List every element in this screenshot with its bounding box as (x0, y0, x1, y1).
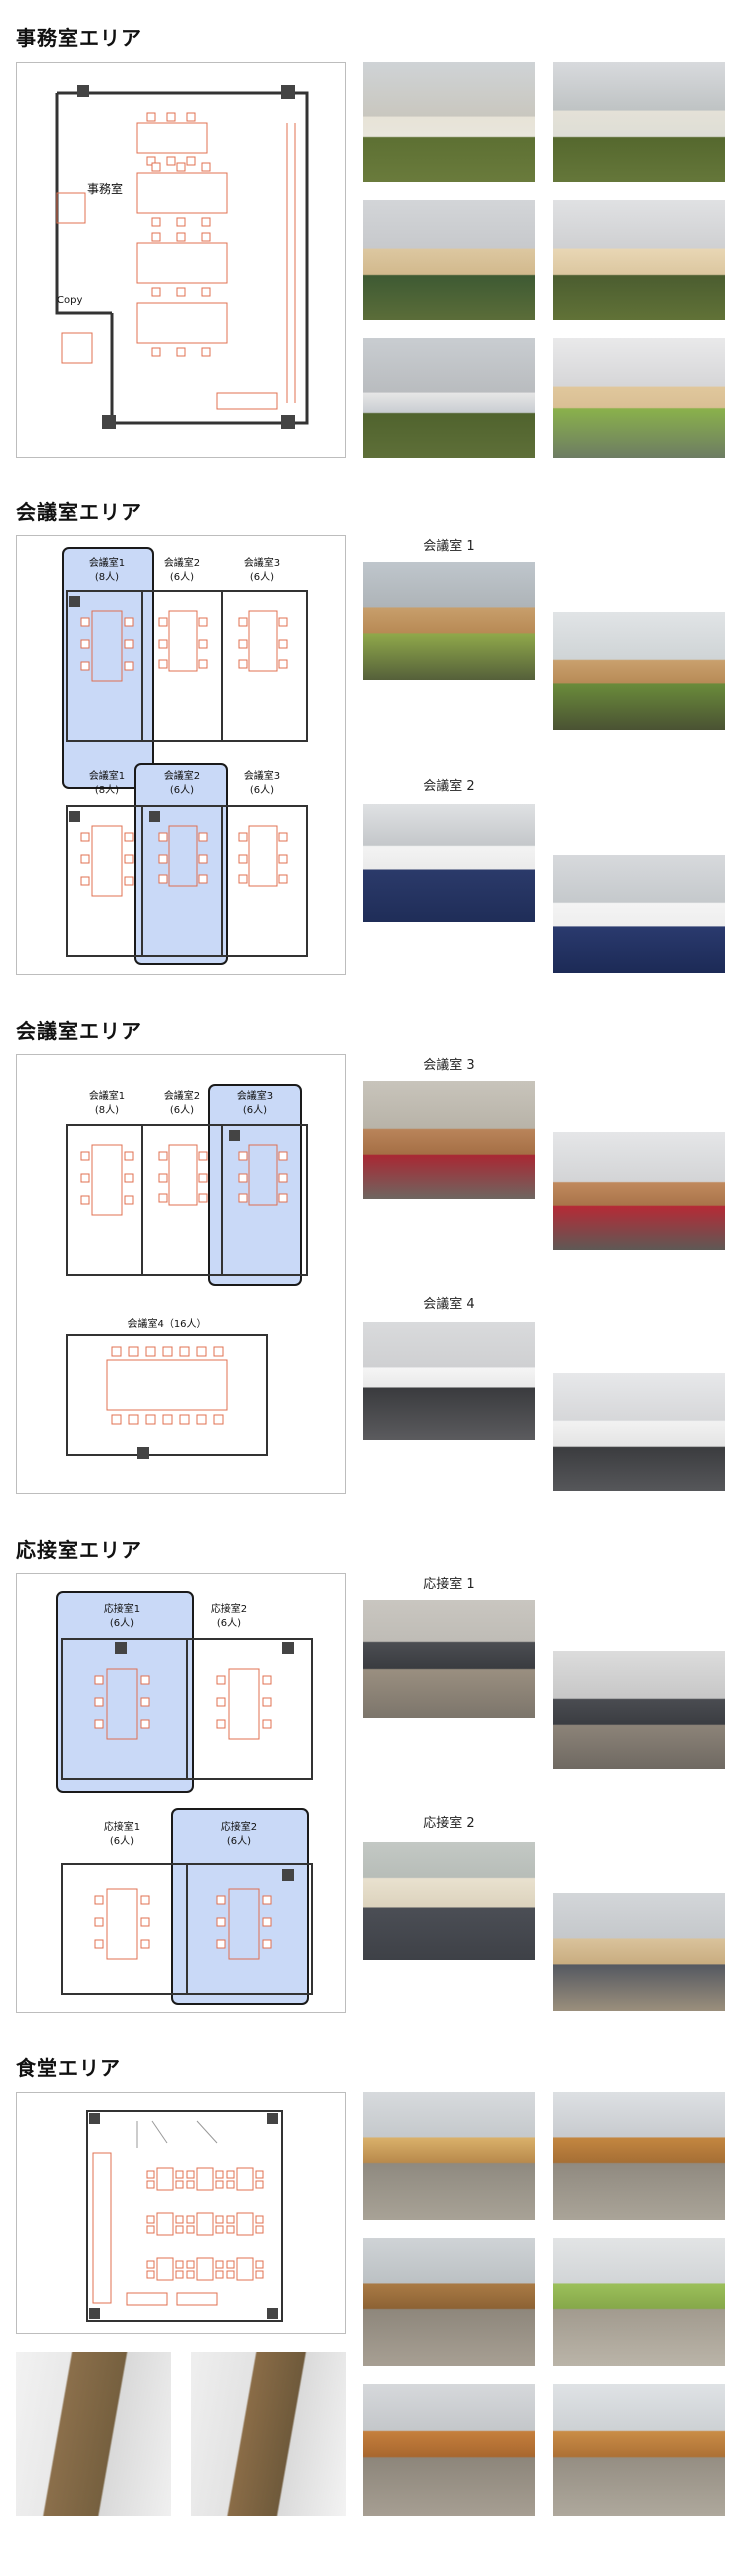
section-title-meeting-1: 会議室エリア (16, 500, 142, 524)
m1-bot-room3-cap: (6人) (250, 784, 274, 796)
m1-bot-room1-name: 会議室1 (89, 769, 125, 782)
meeting-room-1-photo-2 (553, 612, 725, 730)
r-bot-room1-name: 応接室1 (104, 1820, 140, 1833)
r-bot-room1-cap: (6人) (110, 1835, 134, 1847)
m1-bot-room3-name: 会議室3 (244, 769, 280, 782)
r-top-room1-name: 応接室1 (104, 1602, 140, 1615)
office-photo-1 (363, 62, 535, 182)
office-photo-2 (553, 62, 725, 182)
meeting-room-2-photo-1 (363, 804, 535, 922)
reception-room-1-photo-1 (363, 1600, 535, 1718)
r-bot-room2-name: 応接室2 (221, 1820, 257, 1833)
section-title-meeting-2: 会議室エリア (16, 1019, 142, 1043)
office-photo-4 (553, 200, 725, 320)
r-top-room2-cap: (6人) (217, 1617, 241, 1629)
caption-meeting-room-2: 会議室 2 (423, 779, 475, 794)
office-photo-6 (553, 338, 725, 458)
meeting-floor-plan-2: 会議室1 (8人) 会議室2 (6人) 会議室3 (6人) 会議室4（16人） (16, 1054, 346, 1494)
reception-floor-plan: 応接室1 (6人) 応接室2 (6人) 応接室1 (6人) 応接室2 (6人) (16, 1573, 346, 2013)
reception-room-1-photo-2 (553, 1651, 725, 1769)
m2-room4-label: 会議室4（16人） (127, 1317, 206, 1330)
section-title-reception: 応接室エリア (16, 1538, 142, 1562)
meeting-room-3-photo-2 (553, 1132, 725, 1250)
m1-top-room3-cap: (6人) (250, 571, 274, 583)
caption-reception-room-2: 応接室 2 (423, 1816, 475, 1831)
m1-top-room3-name: 会議室3 (244, 556, 280, 569)
m2-room2-name: 会議室2 (164, 1089, 200, 1102)
meeting-room-2-photo-2 (553, 855, 725, 973)
dining-photo-6 (553, 2384, 725, 2516)
office-floor-plan: 事務室 Copy (16, 62, 346, 458)
m2-room3-cap: (6人) (243, 1104, 267, 1116)
reception-room-2-photo-1 (363, 1842, 535, 1960)
m1-top-room1-cap: (8人) (95, 571, 119, 583)
m1-bot-room2-name: 会議室2 (164, 769, 200, 782)
caption-meeting-room-1: 会議室 1 (423, 539, 475, 554)
meeting-floor-plan-1: 会議室1 (8人) 会議室2 (6人) 会議室3 (6人) 会議室1 (8人) … (16, 535, 346, 975)
office-room-label: 事務室 (87, 181, 123, 196)
dining-photo-4 (553, 2238, 725, 2366)
dining-corridor-photo-2 (191, 2352, 346, 2516)
m1-top-room2-name: 会議室2 (164, 556, 200, 569)
m2-room1-cap: (8人) (95, 1104, 119, 1116)
meeting-room-3-photo-1 (363, 1081, 535, 1199)
section-title-office: 事務室エリア (16, 26, 142, 50)
m2-room1-name: 会議室1 (89, 1089, 125, 1102)
r-bot-room2-cap: (6人) (227, 1835, 251, 1847)
meeting-room-1-photo-1 (363, 562, 535, 680)
m1-bot-room2-cap: (6人) (170, 784, 194, 796)
dining-floor-plan (16, 2092, 346, 2334)
dining-photo-5 (363, 2384, 535, 2516)
m1-bot-room1-cap: (8人) (95, 784, 119, 796)
copy-label: Copy (57, 295, 82, 306)
reception-room-2-photo-2 (553, 1893, 725, 2011)
dining-photo-3 (363, 2238, 535, 2366)
m2-room3-name: 会議室3 (237, 1089, 273, 1102)
caption-meeting-room-4: 会議室 4 (423, 1297, 475, 1312)
dining-photo-2 (553, 2092, 725, 2220)
m1-top-room1-name: 会議室1 (89, 556, 125, 569)
dining-photo-1 (363, 2092, 535, 2220)
office-photo-3 (363, 200, 535, 320)
meeting-room-4-photo-2 (553, 1373, 725, 1491)
r-top-room2-name: 応接室2 (211, 1602, 247, 1615)
r-top-room1-cap: (6人) (110, 1617, 134, 1629)
section-title-dining: 食堂エリア (16, 2056, 121, 2080)
m2-room2-cap: (6人) (170, 1104, 194, 1116)
office-photo-5 (363, 338, 535, 458)
dining-corridor-photo-1 (16, 2352, 171, 2516)
m1-top-room2-cap: (6人) (170, 571, 194, 583)
caption-reception-room-1: 応接室 1 (423, 1577, 475, 1592)
caption-meeting-room-3: 会議室 3 (423, 1058, 475, 1073)
meeting-room-4-photo-1 (363, 1322, 535, 1440)
